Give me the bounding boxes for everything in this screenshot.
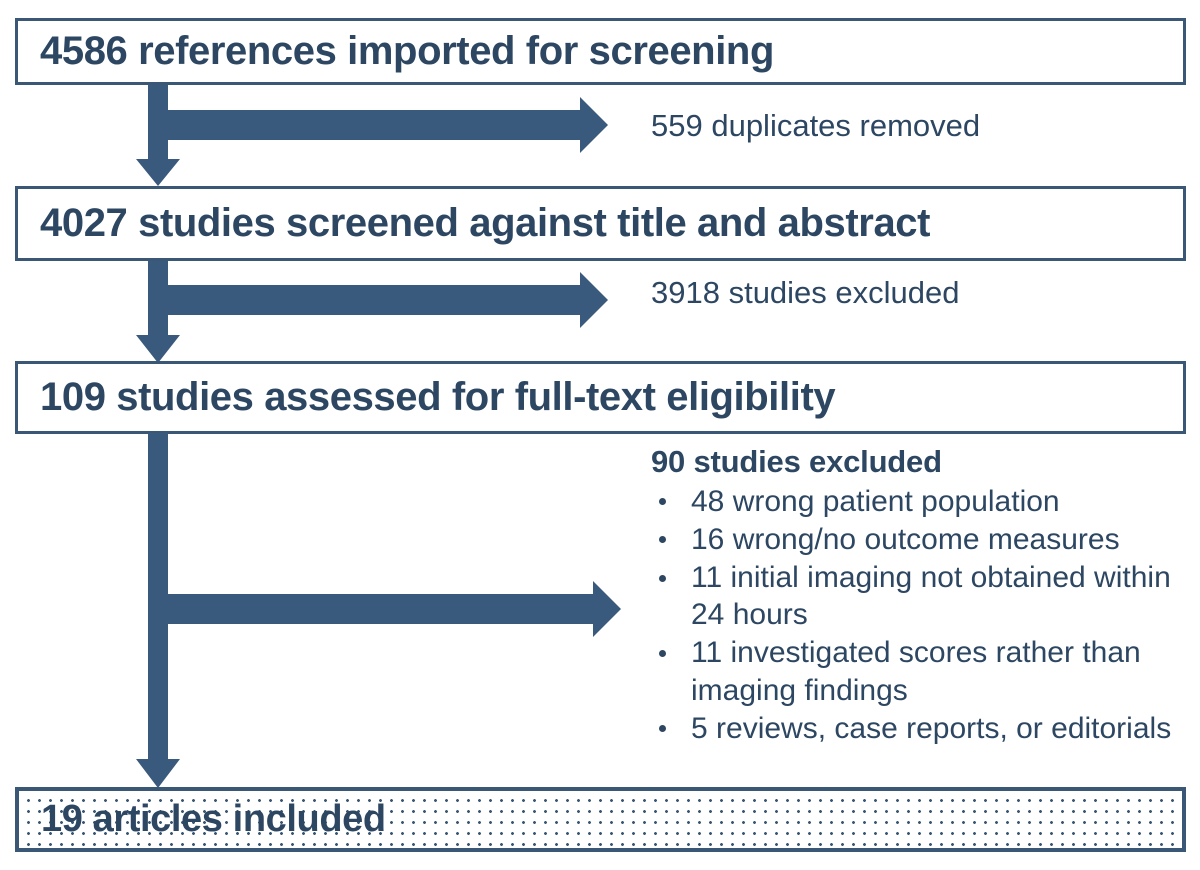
- list-item-label: 11 initial imaging not obtained within 2…: [691, 560, 1171, 632]
- flow-box-label-articles-included: 19 articles included: [41, 798, 386, 840]
- bullet-icon: [659, 536, 666, 544]
- flow-box-label-studies-assessed: 109 studies assessed for full-text eligi…: [40, 375, 836, 419]
- bullet-icon: [659, 574, 666, 582]
- arrow-assessed-to-included: [136, 433, 621, 788]
- flow-box-label-references-imported: 4586 references imported for screening: [40, 29, 774, 73]
- flow-box-references-imported: 4586 references imported for screening: [15, 18, 1186, 85]
- arrow-stem-down-1: [136, 85, 180, 186]
- arrow-stem-down-3: [136, 433, 180, 788]
- list-item: 16 wrong/no outcome measures: [651, 521, 1178, 558]
- list-item-label: 11 investigated scores rather than imagi…: [691, 636, 1141, 707]
- flow-box-studies-screened: 4027 studies screened against title and …: [15, 186, 1186, 261]
- arrow-branch-right-2: [168, 272, 608, 328]
- annotation-studies-excluded-screening: 3918 studies excluded: [651, 275, 960, 310]
- exclusion-reasons-list: 48 wrong patient population 16 wrong/no …: [651, 483, 1178, 747]
- list-item-label: 16 wrong/no outcome measures: [691, 522, 1120, 556]
- list-item-label: 48 wrong patient population: [691, 484, 1060, 518]
- arrow-branch-right-1: [168, 97, 608, 153]
- flow-box-label-studies-screened: 4027 studies screened against title and …: [40, 201, 931, 245]
- flow-box-studies-assessed: 109 studies assessed for full-text eligi…: [15, 361, 1186, 434]
- bullet-icon: [659, 498, 666, 506]
- arrow-imported-to-screened: [136, 85, 608, 186]
- arrow-branch-right-3: [168, 581, 621, 637]
- bullet-icon: [659, 725, 666, 733]
- exclusion-heading: 90 studies excluded: [651, 444, 942, 479]
- list-item: 11 investigated scores rather than imagi…: [651, 634, 1178, 708]
- arrow-screened-to-assessed: [136, 261, 608, 363]
- bullet-icon: [659, 649, 666, 657]
- annotation-duplicates-removed: 559 duplicates removed: [651, 108, 981, 143]
- list-item: 11 initial imaging not obtained within 2…: [651, 559, 1178, 633]
- arrow-stem-down-2: [136, 261, 180, 363]
- list-item: 48 wrong patient population: [651, 483, 1178, 520]
- list-item-label: 5 reviews, case reports, or editorials: [691, 711, 1172, 745]
- flow-box-articles-included: 19 articles included: [15, 787, 1186, 852]
- exclusion-reasons-block: 90 studies excluded 48 wrong patient pop…: [651, 444, 1178, 748]
- list-item: 5 reviews, case reports, or editorials: [651, 710, 1178, 747]
